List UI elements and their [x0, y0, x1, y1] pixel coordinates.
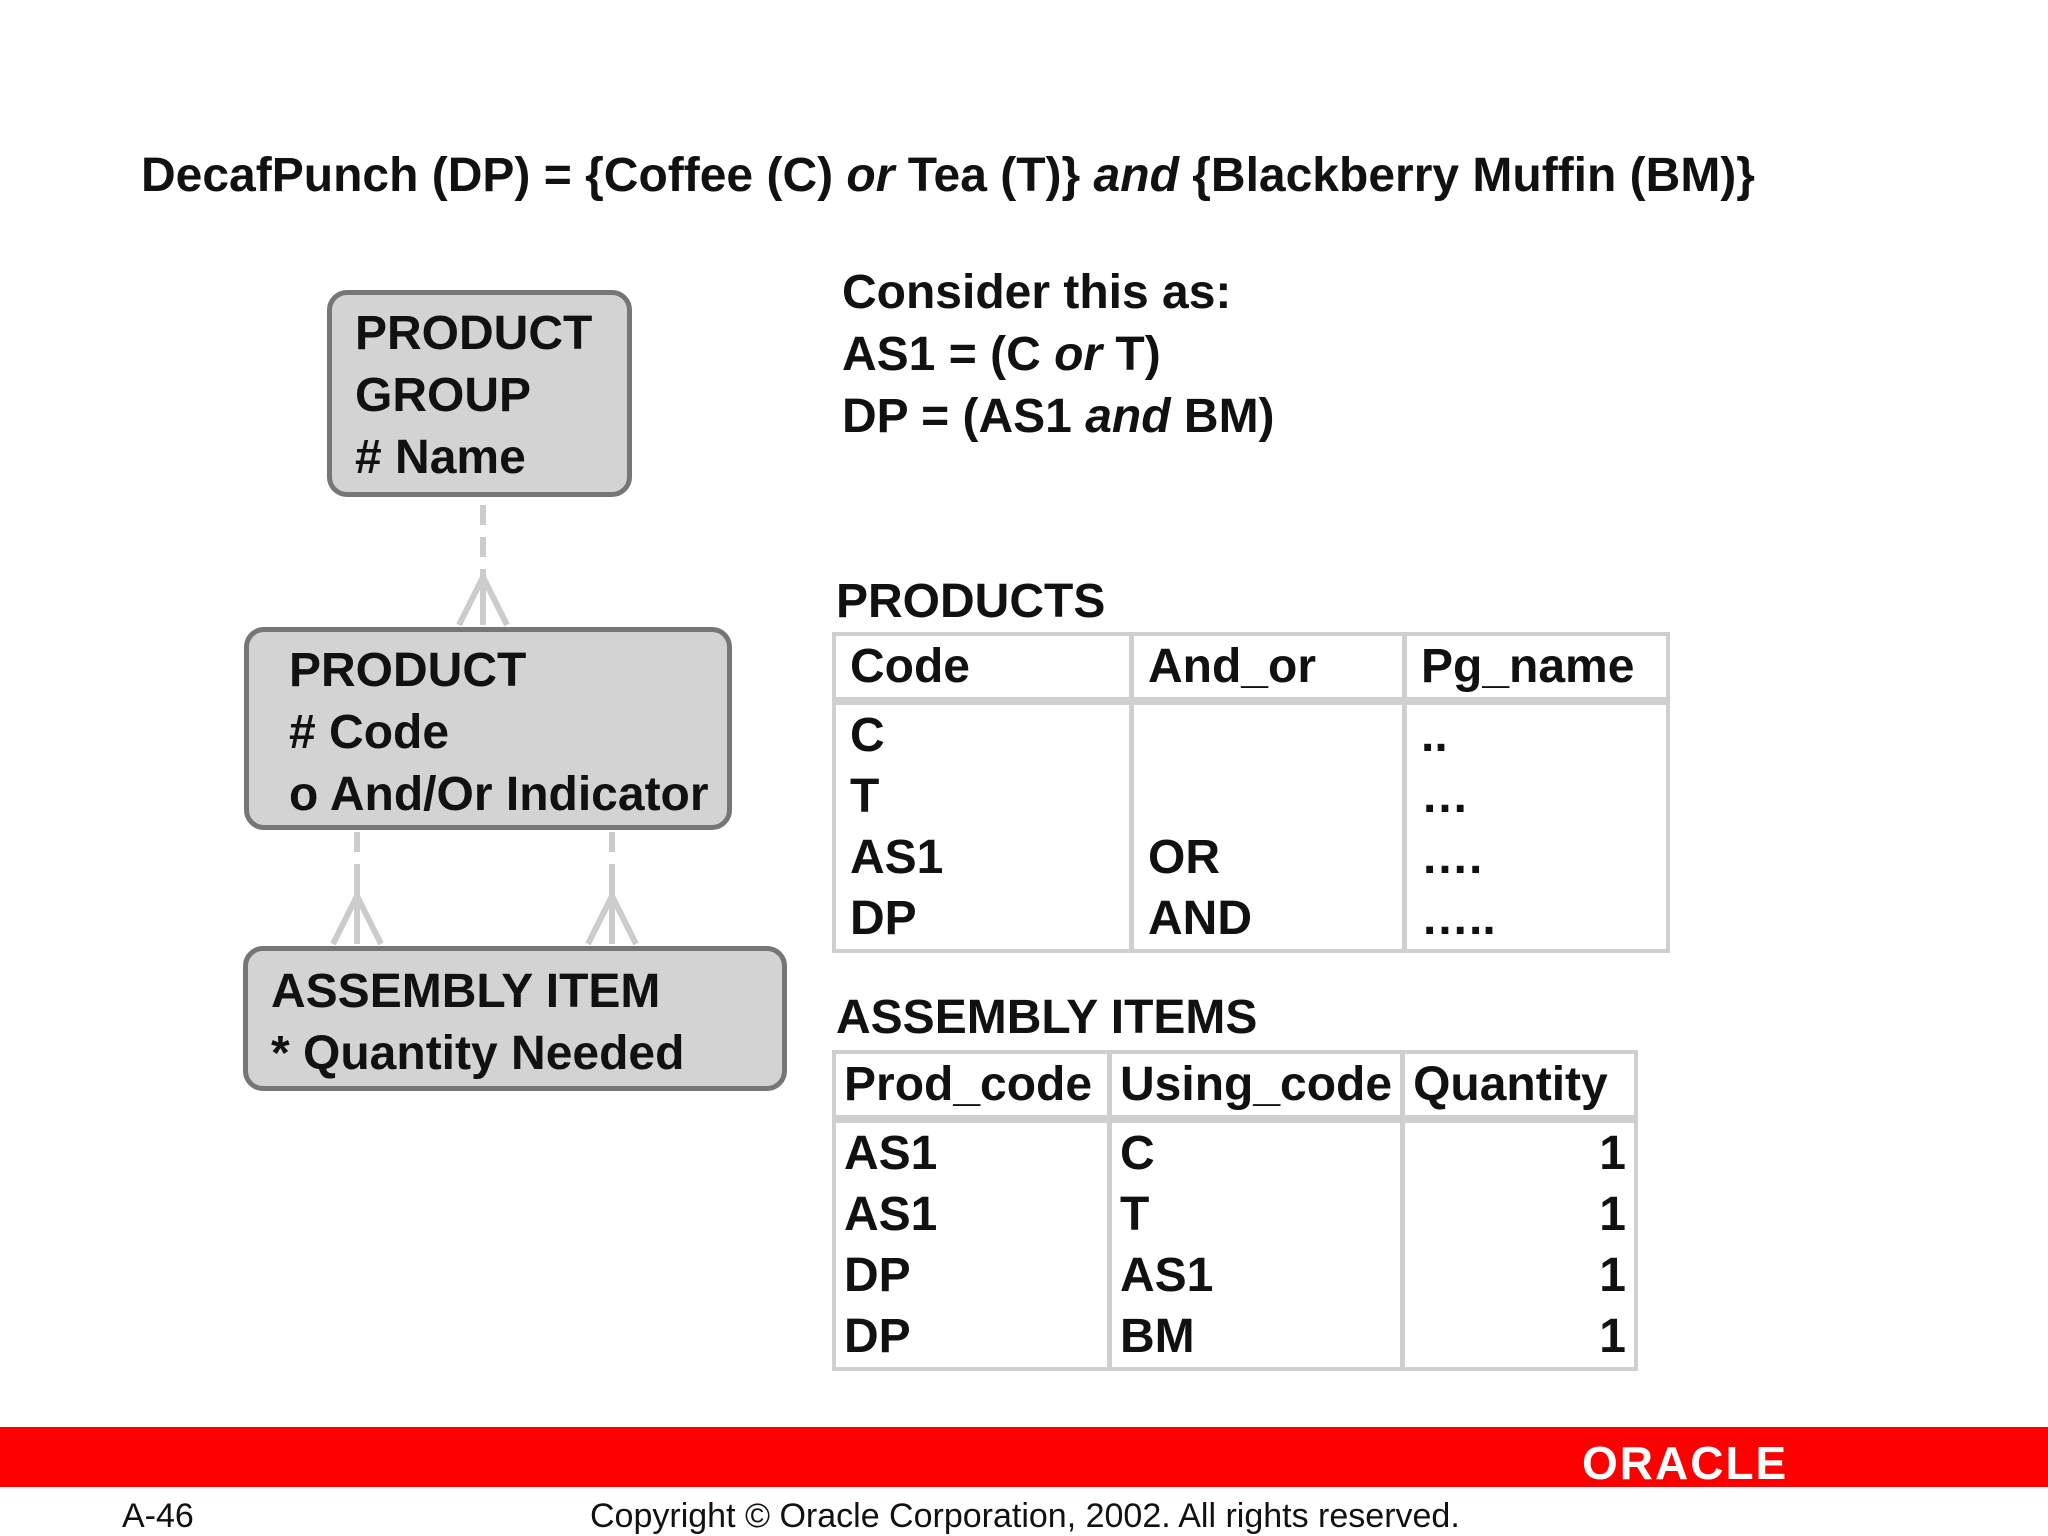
assembly-items-table: Prod_code Using_code Quantity AS1 C 1 AS…: [832, 1050, 1638, 1371]
products-table: Code And_or Pg_name C .. T … AS1 OR …. D…: [832, 632, 1670, 953]
table-cell: …..: [1421, 892, 1496, 945]
slide-title: DecafPunch (DP) = {Coffee (C) or Tea (T)…: [141, 148, 1755, 203]
table-row: AS1 T 1: [834, 1184, 1636, 1245]
table-cell: DP: [834, 1245, 1112, 1306]
table-cell: BM: [1109, 1306, 1406, 1369]
entity-product: PRODUCT # Code o And/Or Indicator: [244, 627, 732, 830]
entity-line: # Name: [355, 431, 526, 484]
table-cell: AS1: [834, 827, 1134, 888]
consider-block: Consider this as: AS1 = (C or T) DP = (A…: [842, 262, 1275, 448]
footer-bar: [0, 1427, 2048, 1487]
table-row: T …: [834, 766, 1668, 827]
table-cell: AND: [1131, 888, 1407, 951]
consider-line-1: AS1 = (C or T): [842, 324, 1275, 386]
table-cell: …: [1421, 770, 1469, 823]
table-cell: C: [834, 701, 1134, 766]
crowsfoot-icon: [456, 570, 510, 627]
consider-line-1-a: AS1 = (C: [842, 328, 1055, 381]
consider-line-2-a: DP = (AS1: [842, 390, 1086, 443]
entity-assembly-item: ASSEMBLY ITEM * Quantity Needed: [243, 946, 787, 1091]
table-cell: [1131, 766, 1407, 827]
title-and: and: [1093, 149, 1179, 202]
table-header-row: Code And_or Pg_name: [834, 634, 1668, 705]
table-row: AS1 OR ….: [834, 827, 1668, 888]
consider-line-1-b: T): [1102, 328, 1161, 381]
entity-line: PRODUCT: [355, 307, 593, 360]
table-row: DP BM 1: [834, 1306, 1636, 1369]
table-cell: 1: [1599, 1188, 1626, 1241]
entity-line: o And/Or Indicator: [289, 768, 709, 821]
title-part-1: DecafPunch (DP) = {Coffee (C): [141, 149, 847, 202]
consider-line-2: DP = (AS1 and BM): [842, 386, 1275, 448]
column-header: And_or: [1131, 634, 1407, 705]
consider-heading: Consider this as:: [842, 266, 1232, 319]
entity-line: PRODUCT: [289, 644, 527, 697]
entity-line: * Quantity Needed: [271, 1027, 685, 1080]
title-or: or: [846, 149, 895, 202]
title-part-3: {Blackberry Muffin (BM)}: [1178, 149, 1755, 202]
table-cell: 1: [1599, 1249, 1626, 1302]
crowsfoot-icon: [585, 889, 639, 946]
table-cell: [1131, 701, 1407, 766]
table-row: DP AS1 1: [834, 1245, 1636, 1306]
table-header-row: Prod_code Using_code Quantity: [834, 1052, 1636, 1123]
column-header: Using_code: [1109, 1052, 1406, 1123]
table-cell: AS1: [834, 1184, 1112, 1245]
entity-line: GROUP: [355, 369, 532, 422]
table-cell: 1: [1599, 1127, 1626, 1180]
entity-product-group: PRODUCT GROUP # Name: [327, 290, 632, 497]
table-cell: DP: [834, 1306, 1112, 1369]
column-header: Prod_code: [834, 1052, 1112, 1123]
table-row: AS1 C 1: [834, 1119, 1636, 1184]
products-table-label: PRODUCTS: [836, 575, 1106, 628]
table-cell: OR: [1131, 827, 1407, 888]
table-cell: ….: [1421, 831, 1483, 884]
crowsfoot-icon: [330, 889, 384, 946]
table-row: C ..: [834, 701, 1668, 766]
consider-line-2-b: BM): [1170, 390, 1275, 443]
copyright-notice: Copyright © Oracle Corporation, 2002. Al…: [590, 1497, 1460, 1535]
table-cell: T: [1109, 1184, 1406, 1245]
column-header: Quantity: [1402, 1052, 1636, 1123]
entity-line: # Code: [289, 706, 450, 759]
table-cell: AS1: [1109, 1245, 1406, 1306]
table-cell: 1: [1599, 1310, 1626, 1363]
page-number: A-46: [122, 1497, 194, 1535]
entity-line: ASSEMBLY ITEM: [271, 965, 661, 1018]
table-cell: C: [1109, 1119, 1406, 1184]
table-cell: ..: [1421, 709, 1448, 762]
consider-line-2-and: and: [1085, 390, 1171, 443]
table-row: DP AND …..: [834, 888, 1668, 951]
assembly-table-label: ASSEMBLY ITEMS: [836, 991, 1258, 1044]
oracle-logo: ORACLE: [1582, 1437, 1789, 1489]
title-part-2: Tea (T)}: [894, 149, 1094, 202]
table-cell: DP: [834, 888, 1134, 951]
table-cell: T: [834, 766, 1134, 827]
consider-line-1-or: or: [1054, 328, 1103, 381]
column-header: Pg_name: [1404, 634, 1668, 705]
table-cell: AS1: [834, 1119, 1112, 1184]
column-header: Code: [834, 634, 1134, 705]
